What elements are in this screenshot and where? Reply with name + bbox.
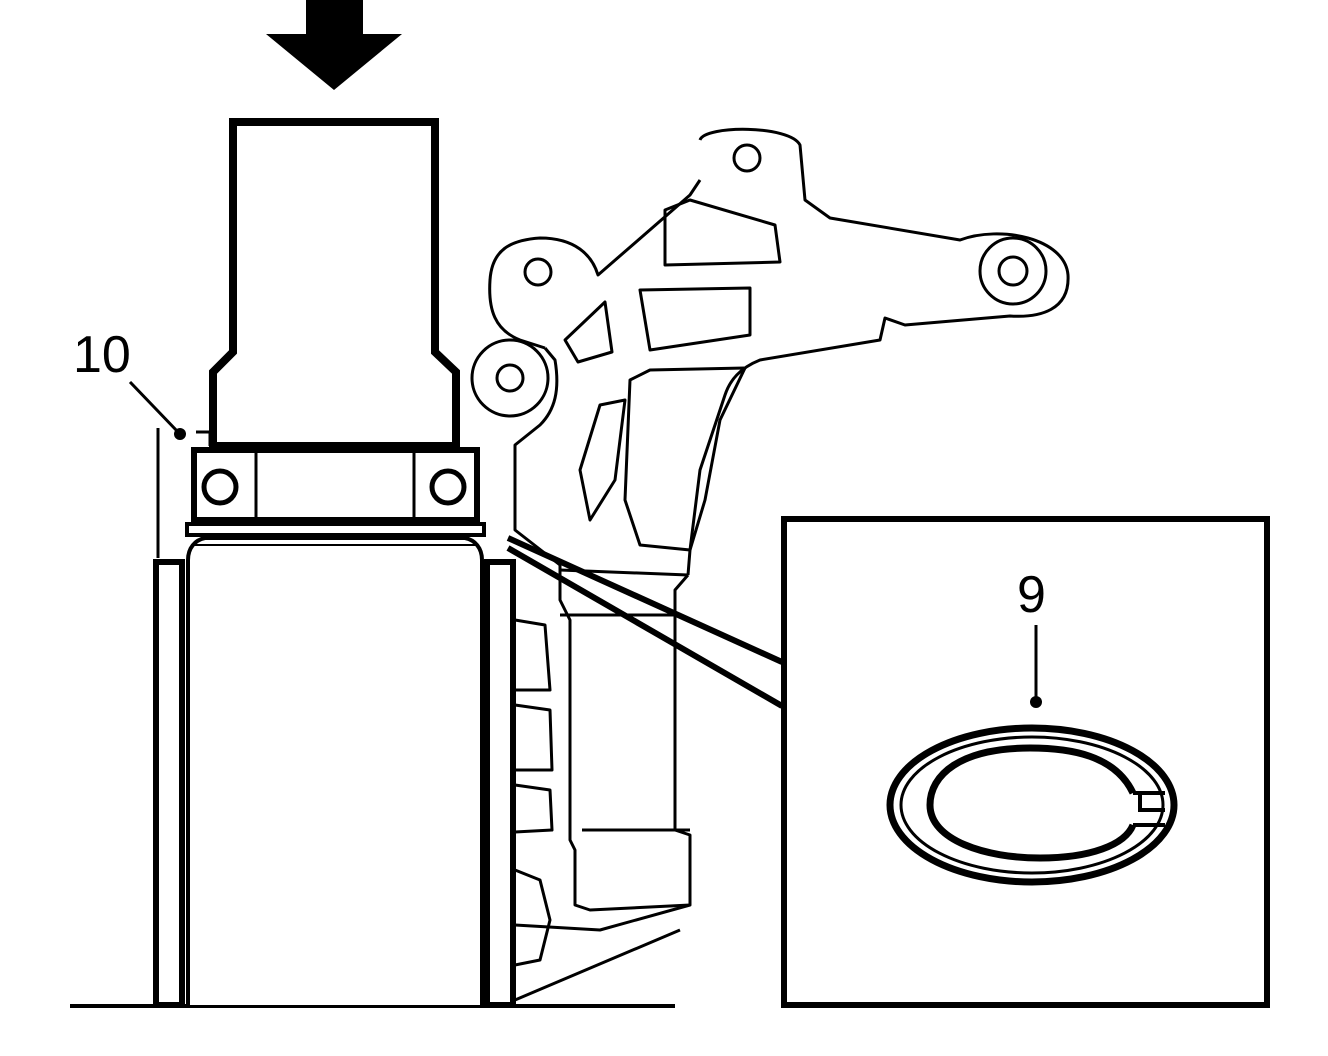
knuckle-left-outline — [488, 179, 702, 350]
callout-9-dot — [1030, 696, 1042, 708]
inset-detail: 9 — [781, 516, 1270, 1008]
callout-10: 10 — [73, 326, 212, 558]
hub-body — [186, 536, 484, 1005]
bearing-ball-right — [429, 468, 467, 506]
inset-leader-lines — [506, 535, 784, 709]
knuckle-hole-right — [997, 255, 1029, 287]
inset-frame — [781, 516, 1270, 1008]
snap-ring-in-groove — [185, 522, 486, 537]
knuckle-eye-mid-outer — [470, 338, 550, 418]
hub-body-outline — [186, 536, 484, 1005]
knuckle-rib-1 — [638, 286, 752, 352]
snap-ring-detail — [886, 724, 1178, 886]
snap-ring-outer-edge — [886, 724, 1178, 886]
wheel-bearing — [191, 447, 480, 523]
bearing-ball-left — [201, 468, 239, 506]
snap-ring-outer-inner-edge — [899, 735, 1165, 875]
support-tube-left-wall — [153, 559, 185, 1008]
knuckle-upper-arm-outline — [686, 127, 1070, 576]
callout-10-tick — [196, 430, 212, 446]
callout-10-leader — [128, 380, 180, 434]
inset-leader-upper — [506, 535, 784, 665]
knuckle-web-plates — [514, 618, 554, 967]
knuckle-rib-5 — [578, 398, 627, 522]
knuckle-rib-2 — [663, 198, 782, 267]
knuckle-flange-lines — [514, 568, 691, 1002]
knuckle-hole-mid — [495, 363, 525, 393]
press-force-arrow — [266, 0, 402, 90]
knuckle-hole-top — [732, 143, 762, 173]
press-driver-tool — [209, 118, 460, 450]
knuckle-eye-right-outer — [978, 236, 1048, 306]
support-tube-right-wall — [484, 559, 516, 1008]
snap-ring-inner-edge — [926, 744, 1137, 862]
knuckle-rib-4 — [623, 366, 747, 552]
callout-9-label: 9 — [1017, 566, 1046, 624]
callout-10-dot — [174, 428, 186, 440]
support-tube — [153, 559, 516, 1008]
knuckle-bracket — [470, 127, 1070, 1002]
knuckle-spine-outline — [513, 347, 692, 912]
knuckle-hole-left — [523, 257, 553, 287]
snap-ring-gap — [1133, 791, 1165, 827]
knuckle-rib-3 — [563, 300, 614, 364]
inset-leader-lower — [506, 545, 784, 709]
callout-10-label: 10 — [73, 326, 131, 384]
